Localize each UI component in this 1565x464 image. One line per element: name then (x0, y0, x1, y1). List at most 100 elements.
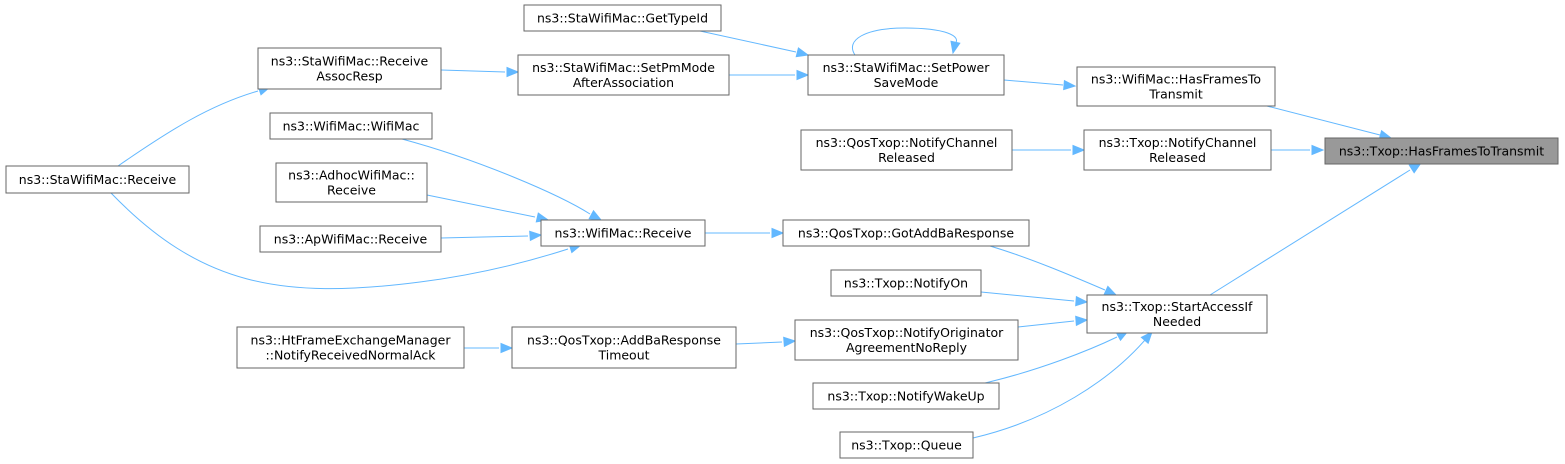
function-node[interactable]: ns3::ApWifiMac::Receive (259, 225, 442, 253)
edge-line (972, 339, 1146, 439)
edge-arrowhead (1075, 315, 1089, 327)
edge-arrowhead (795, 47, 810, 58)
node-box (275, 162, 428, 203)
node-box (259, 225, 442, 253)
node-label: ns3::StaWifiMac::GetTypeId (537, 11, 708, 26)
node-label: ns3::QosTxop::GotAddBaResponse (798, 226, 1014, 241)
edge-arrowhead (1103, 285, 1118, 296)
edge-line (1262, 104, 1381, 136)
node-box (800, 129, 1013, 171)
function-node[interactable]: ns3::WifiMac::Receive (540, 219, 706, 247)
edge-arrowhead (950, 40, 961, 55)
node-label: ns3::QosTxop::AddBaResponse (527, 333, 721, 348)
function-node[interactable]: ns3::QosTxop::NotifyOriginatorAgreementN… (794, 319, 1019, 361)
edge-line (440, 235, 529, 239)
node-label: Released (878, 150, 935, 165)
node-label: Released (1149, 150, 1206, 165)
edge-line (401, 138, 591, 215)
node-label: ns3::WifiMac::HasFramesTo (1091, 72, 1261, 87)
call-edge (705, 227, 785, 239)
edge-arrowhead (771, 227, 785, 239)
node-box (236, 326, 465, 369)
node-label: Needed (1153, 314, 1201, 329)
edge-arrowhead (1063, 79, 1077, 91)
node-box (782, 219, 1030, 247)
edge-arrowhead (506, 66, 520, 78)
node-box (257, 47, 442, 90)
call-edge (117, 85, 272, 167)
function-nodes: ns3::Txop::HasFramesToTransmitns3::WifiM… (5, 4, 1559, 459)
node-label: ns3::ApWifiMac::Receive (274, 232, 428, 247)
call-edge (729, 69, 810, 81)
call-edge (440, 230, 543, 242)
node-label: Receive (327, 183, 376, 198)
edge-line (852, 27, 957, 56)
function-node[interactable]: ns3::Txop::NotifyWakeUp (812, 382, 1000, 410)
node-box (511, 326, 737, 369)
call-edge (426, 194, 550, 223)
call-edge (1271, 144, 1325, 156)
function-node[interactable]: ns3::WifiMac::HasFramesToTransmit (1076, 66, 1276, 107)
node-box (1076, 66, 1276, 107)
call-edge (1017, 315, 1089, 328)
call-edge (1012, 144, 1086, 156)
function-node[interactable]: ns3::HtFrameExchangeManager::NotifyRecei… (236, 326, 465, 369)
function-node[interactable]: ns3::Txop::Queue (839, 431, 974, 459)
node-box (830, 269, 982, 297)
function-node[interactable]: ns3::StaWifiMac::SetPmModeAfterAssociati… (517, 54, 730, 96)
node-box (1083, 129, 1272, 171)
edge-arrowhead (1140, 331, 1153, 345)
call-edge (699, 30, 810, 58)
call-edges (110, 27, 1423, 439)
call-edge (401, 138, 603, 221)
node-box (839, 431, 974, 459)
edge-arrowhead (1311, 144, 1325, 156)
node-label: ns3::StaWifiMac::SetPmMode (532, 60, 715, 75)
node-box (540, 219, 706, 247)
node-label: ns3::QosTxop::NotifyChannel (816, 135, 998, 150)
function-node[interactable]: ns3::WifiMac::WifiMac (269, 112, 433, 140)
edge-line (426, 194, 536, 218)
edge-arrowhead (1072, 144, 1086, 156)
node-label: AgreementNoReply (846, 340, 968, 355)
node-label: ns3::Txop::Queue (851, 438, 962, 453)
node-label: AfterAssociation (573, 75, 674, 90)
node-box (1324, 137, 1559, 165)
edge-arrowhead (783, 336, 797, 348)
edge-arrowhead (1075, 295, 1089, 307)
function-node[interactable]: ns3::StaWifiMac::Receive (5, 165, 190, 194)
edge-arrowhead (529, 230, 543, 242)
node-box (794, 319, 1019, 361)
function-node[interactable]: ns3::AdhocWifiMac::Receive (275, 162, 428, 203)
node-box (807, 54, 1005, 96)
call-edge (735, 336, 797, 348)
node-label: ns3::Txop::NotifyChannel (1099, 135, 1257, 150)
edge-line (989, 245, 1106, 291)
call-edge (440, 66, 520, 78)
call-edge (1262, 104, 1393, 141)
edge-line (1003, 79, 1064, 86)
node-label: ns3::StaWifiMac::Receive (271, 54, 429, 69)
node-box (517, 54, 730, 96)
edge-arrowhead (500, 342, 514, 354)
call-edge (989, 245, 1118, 296)
node-label: ns3::HtFrameExchangeManager (251, 333, 452, 348)
edge-line (117, 90, 259, 167)
node-label: ns3::Txop::NotifyOn (844, 276, 968, 291)
node-label: ns3::StaWifiMac::SetPower (823, 60, 991, 75)
edge-line (980, 291, 1075, 302)
call-edge (980, 291, 1089, 307)
function-node[interactable]: ns3::QosTxop::GotAddBaResponse (782, 219, 1030, 247)
node-label: SaveMode (874, 75, 939, 90)
node-box (5, 165, 190, 194)
node-box (1086, 294, 1268, 334)
function-node[interactable]: ns3::Txop::NotifyOn (830, 269, 982, 297)
function-node[interactable]: ns3::StaWifiMac::GetTypeId (523, 4, 722, 32)
target-function-node[interactable]: ns3::Txop::HasFramesToTransmit (1324, 137, 1559, 165)
